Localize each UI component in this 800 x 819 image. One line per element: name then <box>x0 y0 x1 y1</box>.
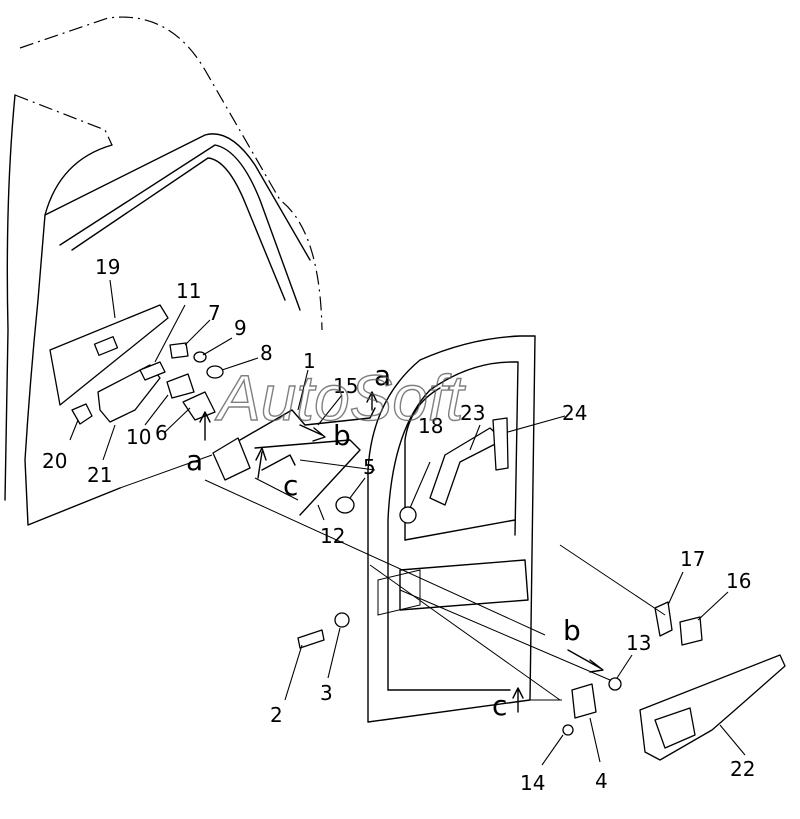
label-part-5: 5 <box>363 455 376 479</box>
plate-10 <box>166 373 195 399</box>
lock-1 <box>212 437 251 481</box>
label-part-19: 19 <box>95 255 120 279</box>
fasteners-upper <box>166 342 224 421</box>
label-part-2: 2 <box>270 703 283 727</box>
label-part-16: 16 <box>726 569 751 593</box>
label-part-15: 15 <box>333 374 358 398</box>
label-part-12: 12 <box>320 524 345 548</box>
plate-22-assembly <box>639 654 786 761</box>
reference-letters: a a b b c c <box>186 359 581 722</box>
door-panel <box>367 335 536 723</box>
label-part-7: 7 <box>208 301 221 325</box>
label-part-11: 11 <box>176 279 201 303</box>
label-part-21: 21 <box>87 463 112 487</box>
cab-outline <box>4 16 323 526</box>
label-part-14: 14 <box>520 771 545 795</box>
clip-11 <box>139 361 166 381</box>
rod-15 <box>239 407 376 441</box>
plate-17 <box>654 601 673 637</box>
handle-23 <box>429 427 504 506</box>
ref-letter-a-upper: a <box>374 359 391 392</box>
label-part-18: 18 <box>418 414 443 438</box>
washer-9 <box>193 351 207 363</box>
label-part-10: 10 <box>126 425 151 449</box>
ref-letter-c-upper: c <box>283 469 298 502</box>
stay-assembly <box>654 601 703 646</box>
nut-5 <box>335 496 355 514</box>
label-part-6: 6 <box>155 421 168 445</box>
label-part-4: 4 <box>595 769 608 793</box>
reference-arrows <box>199 391 604 713</box>
bolt-7 <box>169 342 189 359</box>
plate-22 <box>639 654 786 761</box>
bracket-6 <box>182 391 216 421</box>
bracket-16 <box>679 616 703 646</box>
ref-letter-a-left: a <box>186 444 203 477</box>
plate-19 <box>49 304 169 406</box>
label-part-17: 17 <box>680 547 705 571</box>
part-number-labels: 1 2 3 4 5 6 7 8 9 10 11 12 13 14 15 16 1… <box>42 255 755 795</box>
handle-assembly <box>399 417 509 524</box>
label-part-20: 20 <box>42 449 67 473</box>
label-part-8: 8 <box>260 341 273 365</box>
label-part-24: 24 <box>562 401 587 425</box>
ref-letter-b-upper: b <box>333 419 351 452</box>
label-part-3: 3 <box>320 681 333 705</box>
rod-12 <box>254 439 361 516</box>
label-part-22: 22 <box>730 757 755 781</box>
washer-8 <box>206 365 224 379</box>
lock-assembly <box>212 407 376 516</box>
striker-assembly <box>562 677 622 736</box>
pin-20 <box>71 403 93 425</box>
nut-13 <box>608 677 622 691</box>
leader-lines <box>69 279 746 766</box>
bolt-24 <box>492 417 509 471</box>
label-part-13: 13 <box>626 631 651 655</box>
label-part-9: 9 <box>234 316 247 340</box>
plate-assembly <box>49 304 169 425</box>
ref-letter-b-lower: b <box>563 614 581 647</box>
watermark-text: AutoSoft <box>214 362 466 434</box>
striker-4 <box>571 683 597 719</box>
label-part-1: 1 <box>303 349 316 373</box>
connection-lines <box>119 454 666 701</box>
bolt-2 <box>297 629 325 649</box>
fasteners-lower <box>297 612 350 649</box>
label-part-23: 23 <box>460 401 485 425</box>
washer-3 <box>334 612 350 628</box>
screw-14 <box>562 724 574 736</box>
nut-18 <box>399 506 417 524</box>
ref-letter-c-lower: c <box>492 689 507 722</box>
